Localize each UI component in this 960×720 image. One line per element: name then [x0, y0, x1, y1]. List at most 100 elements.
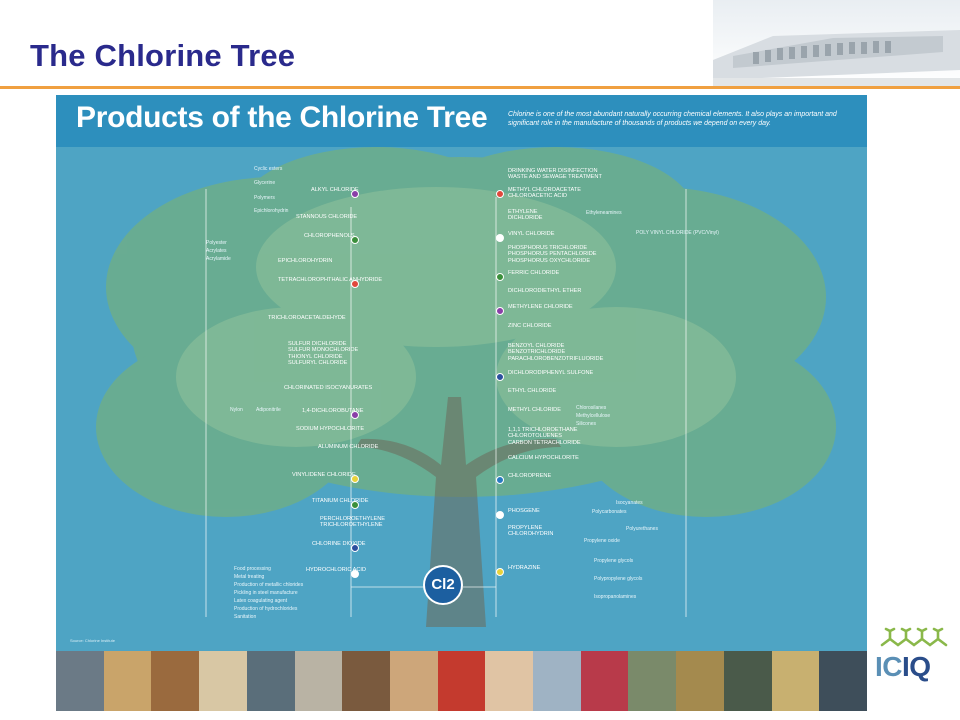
compound-epichlorohydrin: EPICHLOROHYDRIN: [278, 258, 333, 264]
photo-tile: [151, 651, 200, 711]
compound-sulfur-chlorides: SULFUR DICHLORIDE SULFUR MONOCHLORIDE TH…: [288, 341, 359, 367]
photo-tile: [628, 651, 677, 711]
compound-stannous-chloride: STANNOUS CHLORIDE: [296, 214, 358, 220]
iciq-wordmark-prefix: IC: [875, 651, 903, 682]
photo-tile: [389, 651, 438, 711]
branch-polycarbonates: Polycarbonates: [592, 509, 627, 515]
node-dot: [496, 190, 504, 198]
photo-tile: [771, 651, 820, 711]
compound-tetrachlorophthalic: TETRACHLOROPHTHALIC ANHYDRIDE: [278, 277, 383, 283]
compound-ethylene-dichloride: ETHYLENE DICHLORIDE: [508, 209, 543, 222]
compound-phosgene: PHOSGENE: [508, 508, 540, 514]
compound-dichlorodiphenyl-sulfone: DICHLORODIPHENYL SULFONE: [508, 370, 594, 376]
branch-metal-treating: Metal treating: [234, 574, 265, 580]
poster-source: Source: Chlorine Institute: [70, 638, 115, 643]
branch-propylene-oxide: Propylene oxide: [584, 538, 620, 544]
node-dot: [351, 190, 359, 198]
compound-hydrochloric-acid: HYDROCHLORIC ACID: [306, 567, 366, 573]
node-dot: [496, 373, 504, 381]
tree-icon: [96, 147, 836, 627]
photo-tile: [533, 651, 581, 711]
node-dot: [351, 280, 359, 288]
compound-trichloroacetaldehyde: TRICHLOROACETALDEHYDE: [268, 315, 346, 321]
compound-trichloroethane: 1,1,1 TRICHLOROETHANE CHLOROTOLUENES CAR…: [508, 427, 581, 446]
photo-tile: [342, 651, 390, 711]
node-dot: [496, 511, 504, 519]
branch-epichlorohydrin: Epichlorohydrin: [254, 208, 289, 214]
photo-tile: [103, 651, 152, 711]
building-photo: [713, 0, 960, 86]
branch-pickling-steel: Pickling in steel manufacture: [234, 590, 298, 596]
branch-adiponitrile: Adiponitrile: [256, 407, 281, 413]
compound-ethyl-chloride: ETHYL CHLORIDE: [508, 388, 557, 394]
branch-chlorosilanes: Chlorosilanes: [576, 405, 607, 411]
branch-polyester: Polyester: [206, 240, 227, 246]
photo-tile: [676, 651, 724, 711]
compound-zinc-chloride: ZINC CHLORIDE: [508, 323, 552, 329]
iciq-logo: ICIQ: [872, 625, 958, 695]
photo-tile: [246, 651, 295, 711]
compound-benzoyl-chloride: BENZOYL CHLORIDE BENZOTRICHLORIDE PARACH…: [508, 343, 604, 362]
node-dot: [496, 273, 504, 281]
branch-metallic-chlorides: Production of metallic chlorides: [234, 582, 304, 588]
branch-acrylamide: Acrylamide: [206, 256, 231, 262]
compound-perchloroethylene: PERCHLOROETHYLENE TRICHLOROETHYLENE: [320, 516, 385, 529]
branch-isopropanolamines: Isopropanolamines: [594, 594, 637, 600]
branch-polyurethanes: Polyurethanes: [626, 526, 658, 532]
node-dot: [496, 476, 504, 484]
compound-drinking-water: DRINKING WATER DISINFECTION WASTE AND SE…: [508, 168, 602, 181]
branch-glycerine: Glycerine: [254, 180, 276, 186]
photo-tile: [199, 651, 247, 711]
branch-hydrochlorides: Production of hydrochlorides: [234, 606, 298, 612]
node-dot: [496, 234, 504, 242]
iciq-wordmark: ICIQ: [875, 651, 931, 683]
compound-aluminum-chloride: ALUMINUM CHLORIDE: [318, 444, 379, 450]
compound-chlorophenols: CHLOROPHENOLS: [304, 233, 355, 239]
node-dot: [351, 544, 359, 552]
compound-alkyl-chloride: ALKYL CHLORIDE: [311, 187, 359, 193]
photo-tile: [56, 651, 104, 711]
poster-header: Products of the Chlorine Tree Chlorine i…: [56, 95, 867, 147]
photo-tile: [580, 651, 629, 711]
poster-intro: Chlorine is one of the most abundant nat…: [508, 111, 837, 127]
compound-calcium-hypochlorite: CALCIUM HYPOCHLORITE: [508, 455, 579, 461]
molecule-icon: [880, 627, 948, 647]
branch-methylcellulose: Methylcellulose: [576, 413, 611, 419]
compound-dichlorobutane: 1,4-DICHLOROBUTANE: [302, 408, 364, 414]
compound-vinyl-chloride: VINYL CHLORIDE: [508, 231, 555, 237]
node-dot: [351, 570, 359, 578]
chlorine-tree-poster: Products of the Chlorine Tree Chlorine i…: [56, 95, 867, 711]
compound-methylene-chloride: METHYLENE CHLORIDE: [508, 304, 573, 310]
compound-ferric-chloride: FERRIC CHLORIDE: [508, 270, 560, 276]
cl2-root: Cl2: [423, 565, 463, 605]
poster-title: Products of the Chlorine Tree: [76, 101, 488, 134]
node-dot: [351, 475, 359, 483]
compound-dichlorodiethyl-ether: DICHLORODIETHYL ETHER: [508, 288, 582, 294]
photo-tile: [294, 651, 343, 711]
photo-tile: [437, 651, 486, 711]
compound-methyl-chloroacetate: METHYL CHLOROACETATE CHLOROACETIC ACID: [508, 187, 581, 200]
branch-latex-coagulating: Latex coagulating agent: [234, 598, 288, 604]
branch-pvc: POLY VINYL CHLORIDE (PVC/Vinyl): [636, 230, 719, 236]
header-rule: [0, 86, 960, 89]
slide-title: The Chlorine Tree: [30, 38, 296, 73]
photo-tile: [723, 651, 772, 711]
branch-propylene-glycols: Propylene glycols: [594, 558, 634, 564]
node-dot: [496, 568, 504, 576]
node-dot: [496, 307, 504, 315]
compound-methyl-chloride: METHYL CHLORIDE: [508, 407, 561, 413]
compound-phosphorus-chlorides: PHOSPHORUS TRICHLORIDE PHOSPHORUS PENTAC…: [508, 245, 597, 264]
compound-sodium-hypochlorite: SODIUM HYPOCHLORITE: [296, 426, 365, 432]
branch-acrylates: Acrylates: [206, 248, 227, 254]
branch-nylon: Nylon: [230, 407, 243, 413]
branch-cyclic-esters: Cyclic esters: [254, 166, 283, 172]
node-dot: [351, 411, 359, 419]
branch-polypropylene-glycols: Polypropylene glycols: [594, 576, 643, 582]
branch-ethyleneamines: Ethyleneamines: [586, 210, 622, 216]
compound-chloroprene: CHLOROPRENE: [508, 473, 552, 479]
branch-sanitation: Sanitation: [234, 614, 257, 620]
photo-strip: [56, 651, 867, 711]
compound-propylene-chlorohydrin: PROPYLENE CHLOROHYDRIN: [508, 525, 554, 538]
node-dot: [351, 501, 359, 509]
compound-vinylidene-chloride: VINYLIDENE CHLORIDE: [292, 472, 356, 478]
